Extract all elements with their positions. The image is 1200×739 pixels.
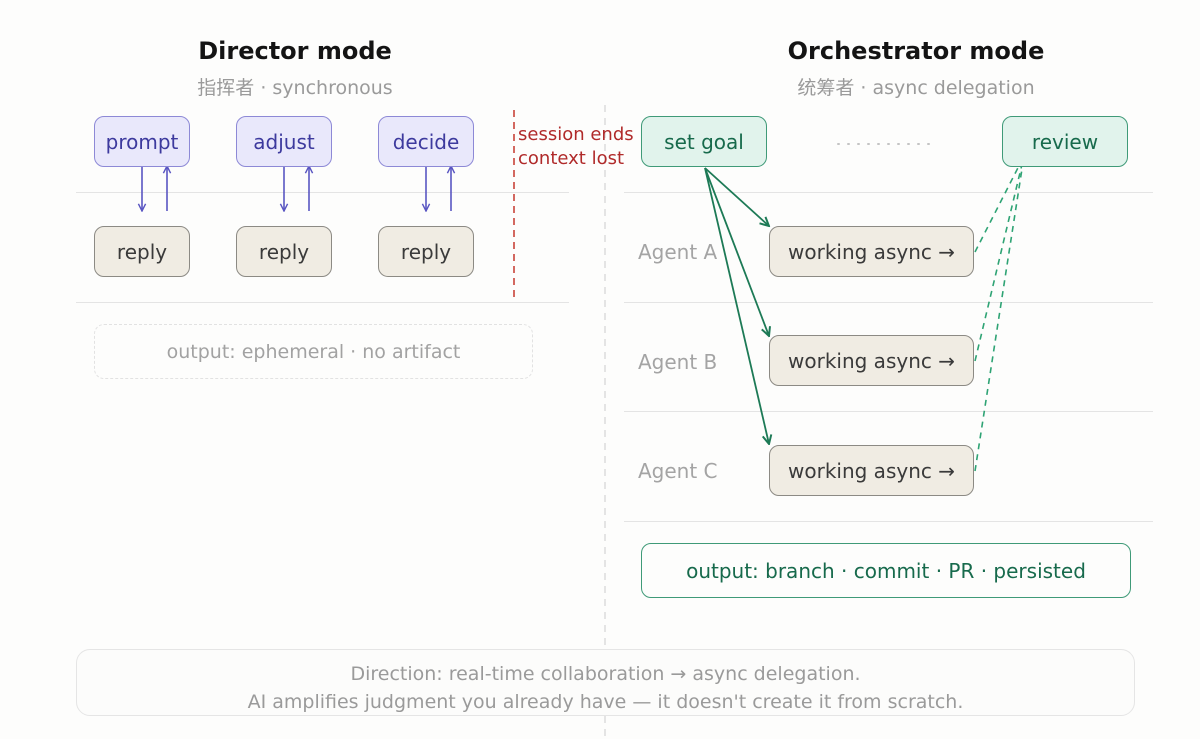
- agent-b-to-review-line: [974, 155, 1025, 362]
- footer-note: Direction: real-time collaboration → asy…: [76, 649, 1135, 716]
- session-end-note: session ends context lost: [518, 123, 634, 171]
- director-title: Director mode: [198, 37, 392, 65]
- orchestrator-lane-divider-1: [624, 192, 1153, 193]
- director-lane-divider-1: [76, 192, 569, 193]
- agent-c-to-review-line: [974, 155, 1025, 472]
- director-subtitle: 指挥者 · synchronous: [197, 77, 393, 99]
- review-step: review: [1002, 116, 1128, 167]
- orchestrator-title: Orchestrator mode: [787, 37, 1045, 65]
- reply-box: reply: [378, 226, 474, 277]
- orchestrator-output: output: branch · commit · PR · persisted: [641, 543, 1131, 598]
- reply-box: reply: [236, 226, 332, 277]
- prompt-step: prompt: [94, 116, 190, 167]
- orchestrator-lane-divider-4: [624, 521, 1153, 522]
- director-output: output: ephemeral · no artifact: [94, 324, 533, 379]
- orchestrator-subtitle: 统筹者 · async delegation: [797, 77, 1035, 99]
- orchestrator-lane-divider-3: [624, 411, 1153, 412]
- footer-line-2: AI amplifies judgment you already have —…: [247, 691, 964, 713]
- agent-c-label: Agent C: [638, 459, 718, 483]
- agent-a-status: working async →: [769, 226, 974, 277]
- agent-b-status: working async →: [769, 335, 974, 386]
- goal-to-agent-a-arrow: [704, 167, 769, 226]
- agent-b-label: Agent B: [638, 350, 718, 374]
- agent-a-to-review-line: [974, 155, 1025, 253]
- adjust-step: adjust: [236, 116, 332, 167]
- set-goal-step: set goal: [641, 116, 767, 167]
- goal-to-agent-c-arrow: [704, 167, 769, 444]
- session-ends-label: session ends: [518, 124, 634, 145]
- context-lost-label: context lost: [518, 148, 625, 169]
- director-lane-divider-2: [76, 302, 569, 303]
- decide-step: decide: [378, 116, 474, 167]
- agent-a-label: Agent A: [638, 240, 718, 264]
- reply-box: reply: [94, 226, 190, 277]
- orchestrator-lane-divider-2: [624, 302, 1153, 303]
- footer-line-1: Direction: real-time collaboration → asy…: [350, 663, 861, 685]
- agent-c-status: working async →: [769, 445, 974, 496]
